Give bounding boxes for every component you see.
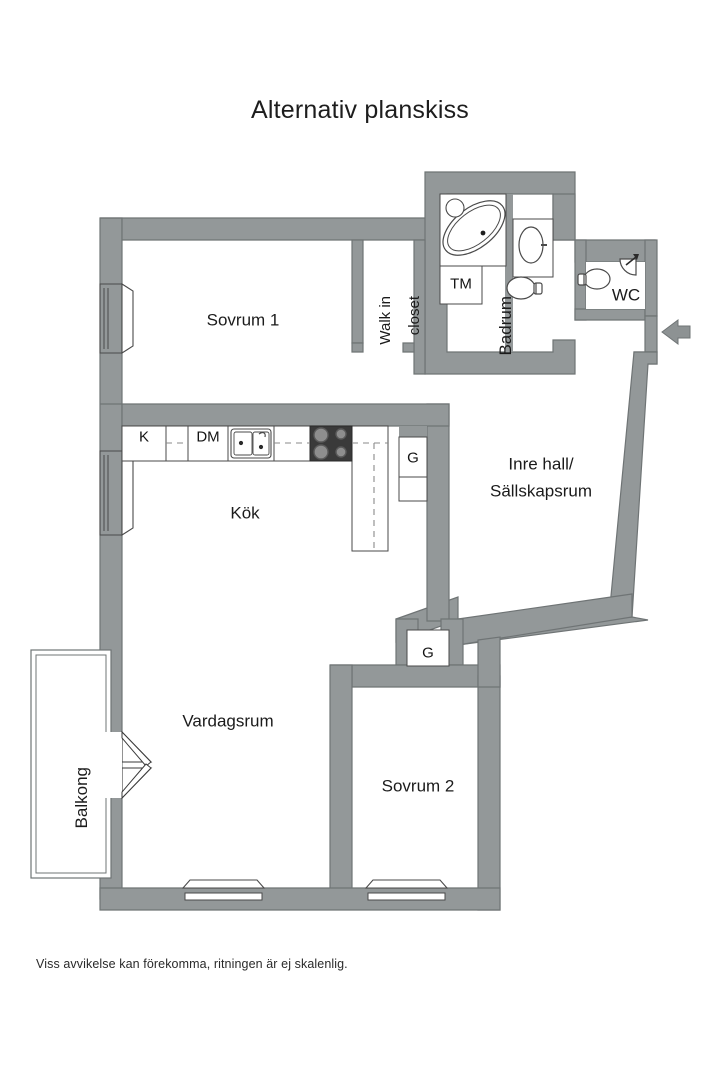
bathroom-toilet-tank-icon (533, 282, 543, 295)
window-kok-frame (99, 450, 123, 536)
washing-machine-unit (439, 265, 483, 305)
burner-small-1 (335, 428, 347, 440)
kitchen-sink-drain-right (258, 444, 264, 450)
room-label-sovrum-1: Sovrum 1 (206, 310, 280, 330)
burner-large-2 (313, 444, 329, 460)
bathtub-headrest-icon (445, 198, 465, 218)
wall-wc-bottom (574, 308, 646, 321)
appliance-label-fridge: K (138, 428, 150, 446)
wall-kok-top (100, 403, 450, 427)
windows-group (99, 282, 449, 901)
balcony-door-group (100, 730, 153, 800)
wall-wc-right-outer (644, 239, 658, 317)
balcony-door-opening (100, 732, 122, 798)
wall-sovrum2-left (329, 664, 353, 900)
wc-sink-icon (619, 258, 637, 276)
room-label-wc: WC (611, 285, 641, 305)
appliance-label-washing-machine: TM (450, 275, 472, 293)
wall-right-exterior-angled (644, 315, 658, 353)
wc-toilet-tank-icon (577, 273, 587, 286)
balcony-door-leaf-lower-edge (121, 763, 152, 800)
wall-top-exterior (100, 217, 431, 241)
window-kok (121, 449, 134, 537)
balcony-group (30, 649, 112, 879)
wc-toilet-icon (583, 268, 611, 290)
wall-hall-to-sovrum2-nub (477, 636, 501, 688)
bathtub-drain-icon (480, 230, 486, 236)
room-label-badrum: Badrum (496, 296, 515, 356)
wall-walkin-bottom-left-nub (351, 342, 364, 353)
wall-badrum-divider (505, 194, 513, 352)
wc-fixtures-group (577, 254, 645, 309)
bathroom-fixtures-group (439, 193, 554, 305)
window-sovrum2-glass (367, 892, 446, 901)
kitchen-group (121, 425, 450, 667)
entrance-arrow-icon (661, 319, 691, 345)
window-vardagsrum-bottom (181, 879, 266, 889)
wc-sink-tap-icon (625, 256, 637, 266)
window-sovrum1-frame (99, 283, 123, 354)
wardrobe-sovrum2-box (406, 629, 450, 667)
room-label-balkong: Balkong (72, 767, 91, 829)
window-sovrum2-bottom (364, 879, 449, 889)
appliance-label-wardrobe-hall: G (407, 449, 419, 467)
room-label-inre-hall-line2: Sällskapsrum (489, 481, 593, 501)
wall-walkin-left (351, 239, 364, 344)
wall-walkin-bottom-right-nub (402, 342, 415, 353)
bathroom-sink-icon (518, 226, 544, 264)
wall-sovrum2-right (477, 675, 501, 911)
balcony-outline-inner (35, 654, 107, 874)
room-label-walk-in-closet-line2: closet (406, 296, 423, 336)
wall-bathroom-right (552, 193, 576, 241)
room-label-inre-hall-line1: Inre hall/ (508, 454, 574, 474)
wall-sovrum2-top (330, 664, 501, 688)
walls-group (99, 171, 658, 911)
dishwasher-unit (187, 425, 229, 462)
room-label-kok: Kök (230, 503, 260, 523)
window-vardagsrum-glass (184, 892, 263, 901)
bathtub-icon-inner (447, 204, 501, 252)
burner-large-1 (313, 427, 329, 443)
room-label-vardagsrum: Vardagsrum (182, 711, 274, 731)
kitchen-sink-tap-icon (258, 431, 266, 438)
kitchen-sink-drain-left (238, 440, 244, 446)
wall-walkin-right (413, 239, 426, 375)
wardrobe-hall-lower (398, 476, 428, 502)
kitchen-counter-return (351, 425, 389, 552)
burner-small-2 (335, 446, 347, 458)
wall-hall-right-slanted (608, 351, 658, 618)
appliance-label-wardrobe-sovrum2: G (422, 644, 434, 662)
room-label-sovrum-2: Sovrum 2 (381, 776, 455, 796)
footer-note: Viss avvikelse kan förekomma, ritningen … (36, 957, 348, 971)
appliance-label-dishwasher: DM (196, 428, 220, 446)
window-sovrum1 (121, 282, 134, 355)
wall-kok-hall-divider (426, 403, 450, 622)
wc-sink-tap-head-icon (633, 254, 639, 260)
room-label-walk-in-closet-line1: Walk in (377, 296, 394, 345)
page-title: Alternativ planskiss (251, 96, 469, 124)
kitchen-sink-basin-right (252, 431, 270, 456)
wall-hall-bottom-band (457, 593, 633, 646)
